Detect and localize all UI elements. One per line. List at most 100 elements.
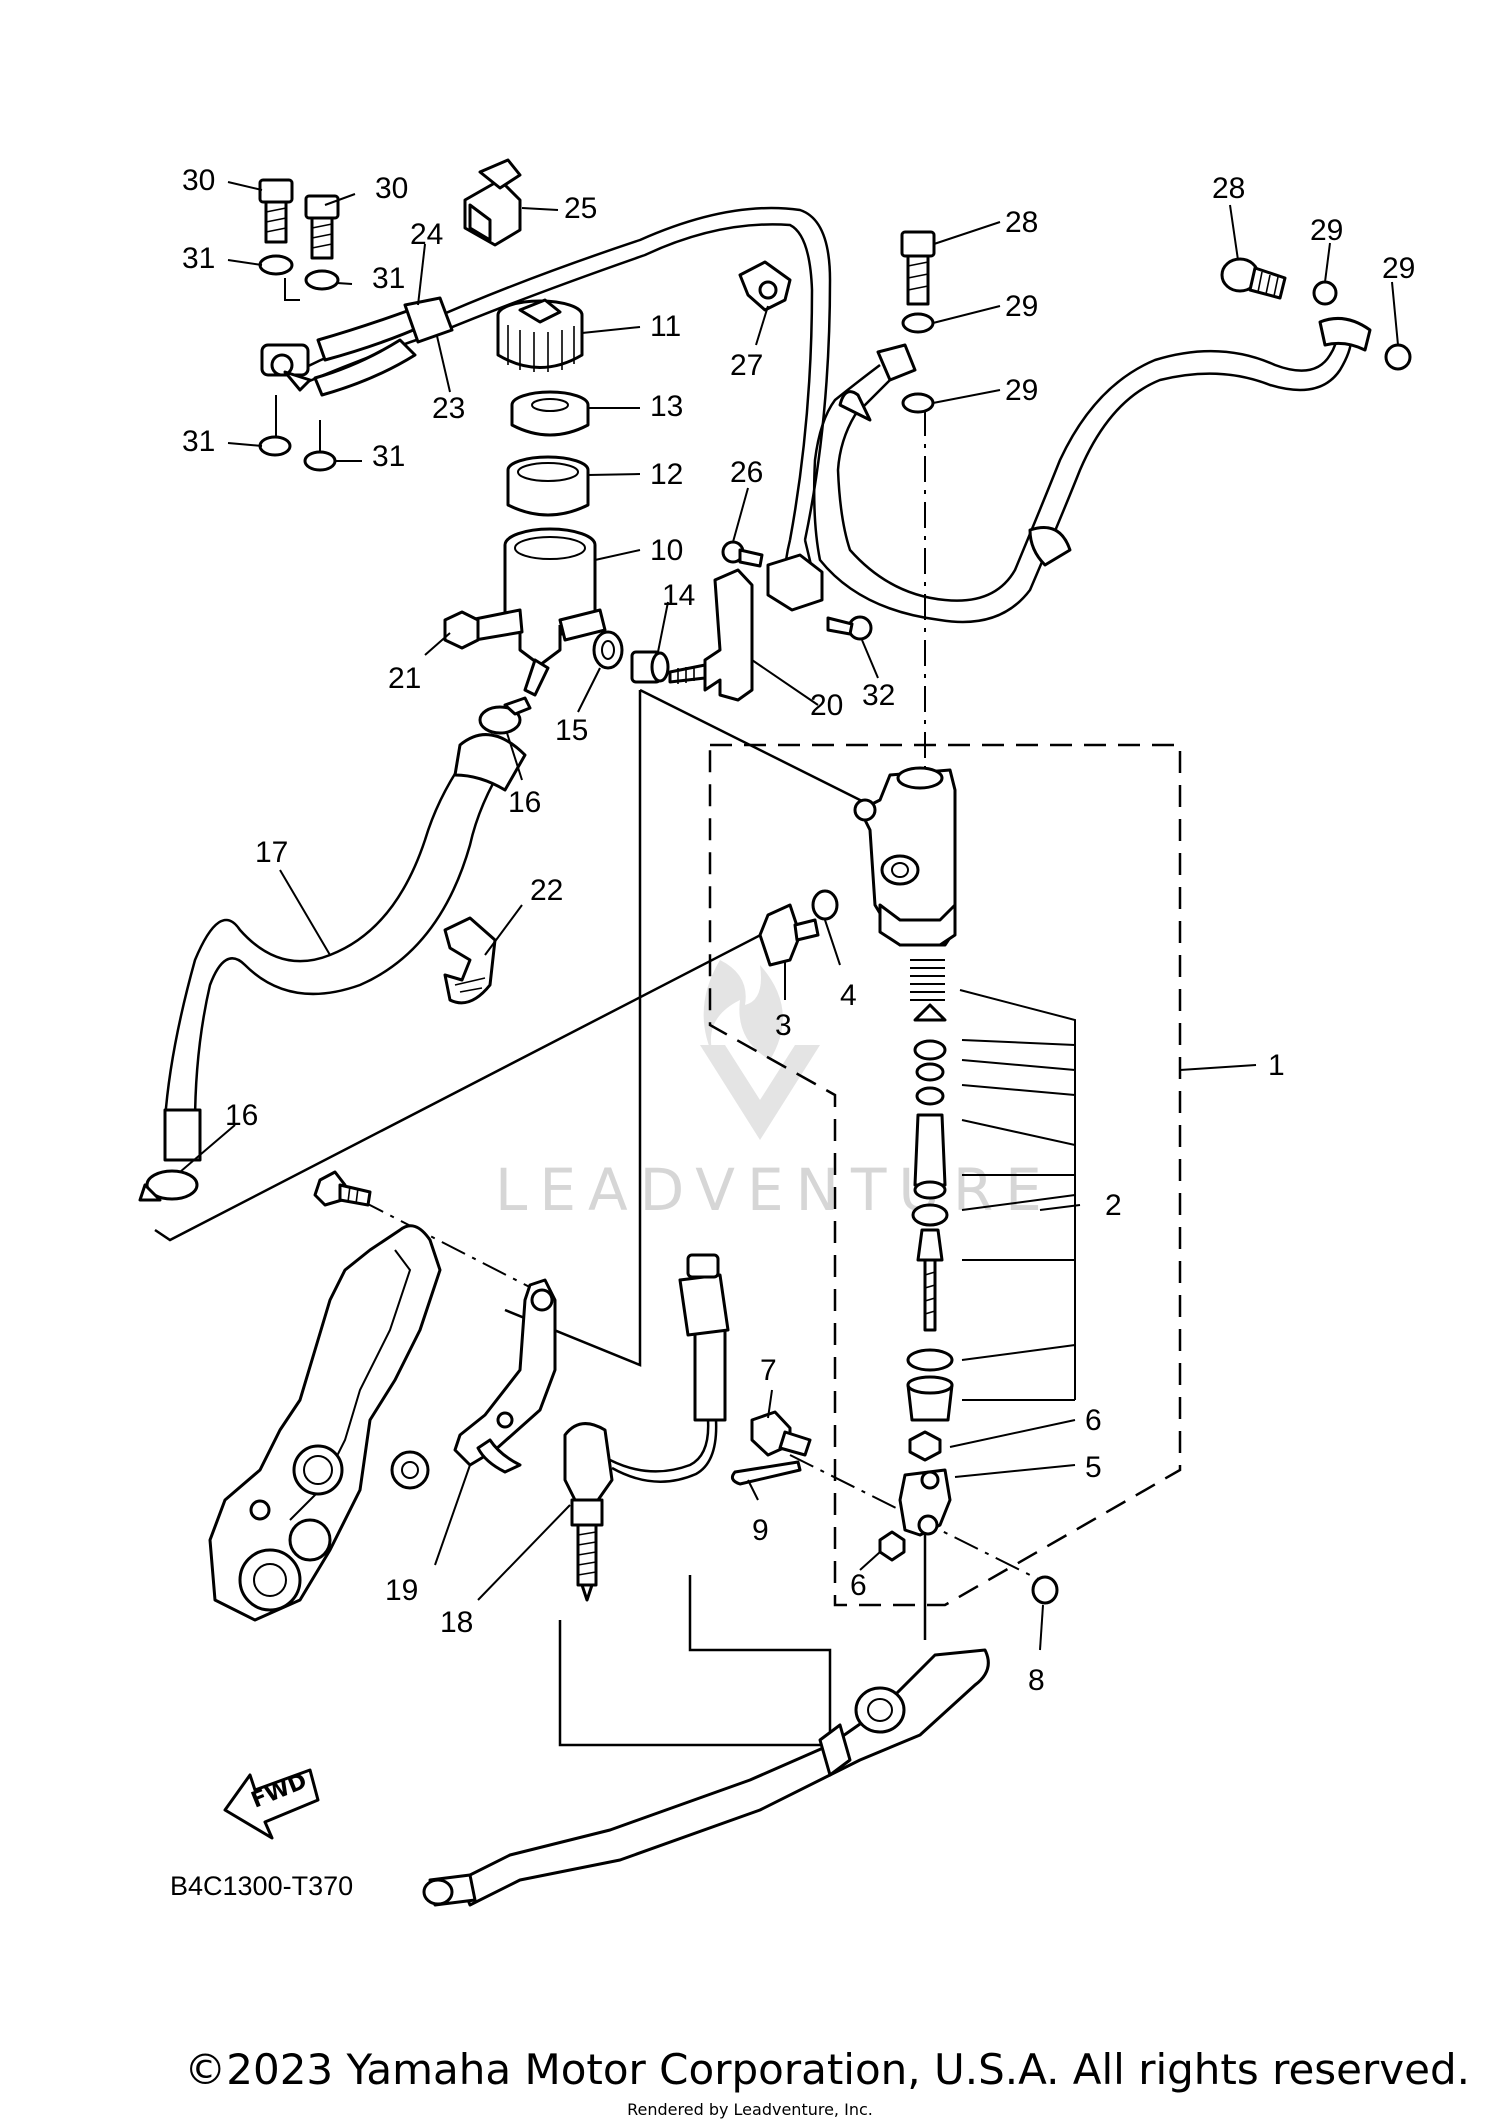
washer-31a: [258, 254, 294, 276]
callout-10: 10: [650, 534, 683, 567]
union-bolt-30a: [258, 178, 294, 244]
nut-21: [443, 610, 480, 650]
callout-28a: 28: [1005, 206, 1038, 239]
callout-29c: 29: [1310, 214, 1343, 247]
rendered-by-notice: Rendered by Leadventure, Inc.: [627, 2100, 873, 2119]
callout-25: 25: [564, 192, 597, 225]
washer-31b: [304, 269, 340, 291]
master-cylinder-body: [853, 766, 957, 947]
callout-30a: 30: [182, 164, 215, 197]
footrest-bracket: [208, 1224, 442, 1622]
callout-16b: 16: [225, 1099, 258, 1132]
callout-15: 15: [555, 714, 588, 747]
callout-16a: 16: [508, 786, 541, 819]
linkage-line-e: [558, 1575, 832, 1747]
linkage-line-b: [639, 688, 871, 807]
clevis-pin-7: [750, 1410, 812, 1457]
callout-19: 19: [385, 1574, 418, 1607]
union-bolt-30b: [304, 194, 340, 260]
callout-28b: 28: [1212, 172, 1245, 205]
callout-18: 18: [440, 1606, 473, 1639]
hose-clamp-25: [463, 158, 522, 247]
brake-switch-18: [563, 1253, 730, 1602]
callout-31d: 31: [372, 440, 405, 473]
washer-guides: [275, 278, 321, 452]
linkage-line-c: [154, 923, 781, 1242]
washer-31d: [303, 450, 337, 472]
cotter-pin-9: [730, 1460, 802, 1486]
callout-4: 4: [840, 979, 857, 1012]
diaphragm-plate-13: [510, 390, 590, 437]
washer-8: [1031, 1575, 1059, 1605]
callout-27: 27: [730, 349, 763, 382]
callout-31b: 31: [372, 262, 405, 295]
reservoir-cap-11: [496, 298, 584, 372]
washer-29b: [1384, 343, 1412, 371]
union-bolt-28b: [900, 230, 936, 306]
callout-1: 1: [1268, 1049, 1285, 1082]
brake-hose-upper: [260, 206, 832, 602]
clevis-5: [898, 1468, 952, 1537]
reservoir-bracket-20: [668, 568, 754, 702]
centerline-bolt: [359, 1199, 556, 1301]
nut-6b: [878, 1530, 906, 1562]
hose-clamp-16a: [478, 696, 532, 735]
hose-fitting-3: [758, 903, 820, 967]
o-ring-4: [811, 889, 839, 921]
callout-3: 3: [775, 1009, 792, 1042]
callout-11: 11: [650, 310, 681, 343]
bracket-bolt: [313, 1170, 372, 1207]
hose-guide-26: [721, 540, 824, 612]
callout-8: 8: [1028, 1664, 1045, 1697]
callout-22: 22: [530, 874, 563, 907]
callout-21: 21: [388, 662, 421, 695]
callout-6b: 6: [850, 1569, 867, 1602]
brake-pedal: [422, 1648, 990, 1907]
brake-hose-right: [812, 316, 1372, 624]
reservoir-hose-17: [163, 733, 527, 1162]
callout-31a: 31: [182, 242, 215, 275]
washer-29d: [901, 392, 935, 414]
callout-7: 7: [760, 1354, 777, 1387]
callout-29b: 29: [1005, 374, 1038, 407]
copyright-notice: ©2023 Yamaha Motor Corporation, U.S.A. A…: [184, 2045, 1470, 2094]
diaphragm-12: [506, 455, 590, 517]
callout-31c: 31: [182, 425, 215, 458]
reservoir-tank-10: [468, 527, 607, 697]
hose-clamp-16b: [138, 1169, 199, 1202]
callout-13: 13: [650, 390, 683, 423]
washer-29c: [901, 312, 935, 334]
forward-arrow-icon: FWD: [223, 1768, 320, 1840]
callout-29d: 29: [1382, 252, 1415, 285]
callout-9: 9: [752, 1514, 769, 1547]
callout-2: 2: [1105, 1189, 1122, 1222]
watermark-text: LEADVENTURE: [495, 1156, 1054, 1224]
callout-12: 12: [650, 458, 683, 491]
union-bolt-28a: [1220, 257, 1287, 300]
assembly-boundary: [708, 743, 1182, 1607]
piston-kit-2: [906, 959, 954, 1422]
callout-24: 24: [410, 218, 443, 251]
hose-clip-27: [738, 260, 792, 312]
callout-5: 5: [1085, 1451, 1102, 1484]
kit-bracket-lines: [959, 989, 1076, 1401]
callout-26: 26: [730, 456, 763, 489]
hose-clamp-22: [443, 916, 497, 1005]
leadventure-watermark: LEADVENTURE: [495, 960, 1054, 1224]
switch-bracket-19: [453, 1278, 557, 1474]
grommet-15: [592, 630, 624, 670]
callout-20: 20: [810, 689, 843, 722]
callout-23: 23: [432, 392, 465, 425]
diagram-code: B4C1300-T370: [170, 1871, 353, 1901]
nut-6a: [908, 1430, 942, 1462]
callout-30b: 30: [375, 172, 408, 205]
washer-29a: [1312, 280, 1338, 306]
callout-14: 14: [662, 579, 695, 612]
callout-6a: 6: [1085, 1404, 1102, 1437]
callout-29a: 29: [1005, 290, 1038, 323]
washer-31c: [258, 435, 292, 457]
bolt-32: [826, 615, 873, 641]
callout-32: 32: [862, 679, 895, 712]
callout-17: 17: [255, 836, 288, 869]
